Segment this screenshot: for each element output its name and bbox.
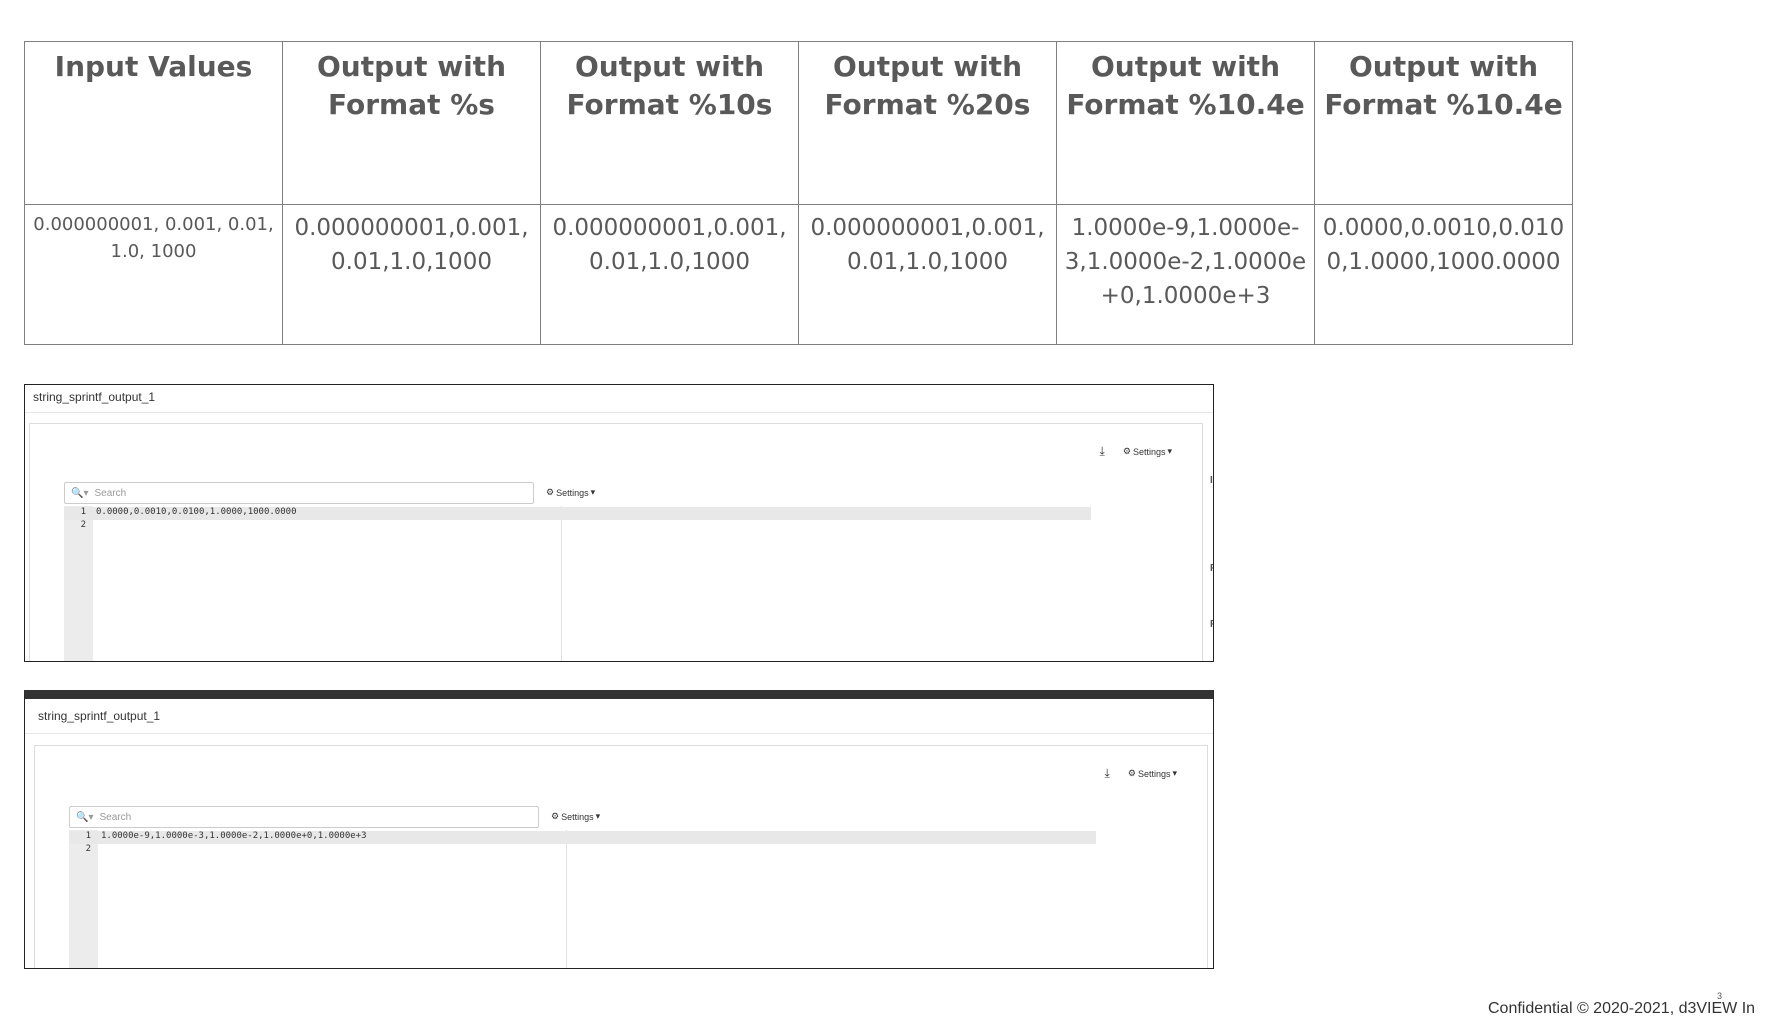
editor-divider xyxy=(561,506,562,661)
code-editor[interactable]: 1 0.0000,0.0010,0.0100,1.0000,1000.0000 2 xyxy=(64,506,1091,661)
caret-down-icon: ▾ xyxy=(595,811,601,821)
editor-settings-dropdown[interactable]: ⚙ Settings ▾ xyxy=(546,487,595,498)
gear-icon: ⚙ xyxy=(551,811,560,821)
line-gutter xyxy=(69,830,98,968)
caret-down-icon: ▾ xyxy=(1167,446,1172,456)
download-icon[interactable]: ⤓ xyxy=(1104,766,1110,780)
editor-settings-dropdown[interactable]: ⚙ Settings ▾ xyxy=(551,811,600,822)
line-code: 0.0000,0.0010,0.0100,1.0000,1000.0000 xyxy=(96,507,297,517)
settings-label: Settings xyxy=(1137,768,1171,779)
search-placeholder: Search xyxy=(99,811,132,823)
cell-input-values: 0.000000001, 0.001, 0.01, 1.0, 1000 xyxy=(24,204,283,345)
line-number: 1 xyxy=(80,507,86,517)
output-title: string_sprintf_output_1 xyxy=(25,385,1213,413)
line-gutter xyxy=(64,506,93,661)
cropped-label: Fi xyxy=(1210,563,1213,574)
editor-line: 2 xyxy=(64,520,96,533)
editor-line: 1 1.0000e-9,1.0000e-3,1.0000e-2,1.0000e+0… xyxy=(69,831,1096,844)
table-row: 0.000000001, 0.001, 0.01, 1.0, 1000 0.00… xyxy=(24,204,1573,345)
search-icon: 🔍▾ xyxy=(76,811,94,823)
page-number: 3 xyxy=(1717,991,1723,1001)
cell-output-10-4e-a: 1.0000e-9,1.0000e-3,1.0000e-2,1.0000e+0,… xyxy=(1056,204,1315,345)
output-title: string_sprintf_output_1 xyxy=(25,699,1213,734)
panel-toolbar: ⤓ ⚙ Settings ▾ xyxy=(1105,766,1177,781)
download-icon[interactable]: ⤓ xyxy=(1099,444,1105,458)
cropped-label: Fi xyxy=(1210,619,1213,630)
editor-line: 1 0.0000,0.0010,0.0100,1.0000,1000.0000 xyxy=(64,507,1091,520)
cell-output-s: 0.000000001,0.001,0.01,1.0,1000 xyxy=(282,204,541,345)
settings-label: Settings xyxy=(561,811,594,822)
line-number: 2 xyxy=(85,844,91,854)
line-number: 2 xyxy=(80,520,86,530)
confidential-footer: Confidential © 2020-2021, d3VIEW In xyxy=(1488,1000,1756,1017)
code-editor[interactable]: 1 1.0000e-9,1.0000e-3,1.0000e-2,1.0000e+0… xyxy=(69,830,1096,968)
cell-output-20s: 0.000000001,0.001,0.01,1.0,1000 xyxy=(798,204,1057,345)
settings-label: Settings xyxy=(1132,446,1166,457)
gear-icon: ⚙ xyxy=(1122,446,1131,456)
editor-line: 2 xyxy=(69,844,101,857)
panel-toolbar: ⤓ ⚙ Settings ▾ xyxy=(1100,444,1172,459)
line-code xyxy=(91,844,101,854)
settings-label: Settings xyxy=(556,487,589,498)
settings-dropdown[interactable]: ⚙ Settings ▾ xyxy=(1123,446,1172,457)
line-number: 1 xyxy=(85,831,91,841)
output-screenshot-2: string_sprintf_output_1 ⤓ ⚙ Settings ▾ 🔍… xyxy=(24,690,1214,969)
search-placeholder: Search xyxy=(94,487,127,499)
gear-icon: ⚙ xyxy=(546,487,555,497)
header-input-values: Input Values xyxy=(24,41,283,205)
caret-down-icon: ▾ xyxy=(590,487,596,497)
cell-output-10-4e-b: 0.0000,0.0010,0.0100,1.0000,1000.0000 xyxy=(1314,204,1573,345)
search-input[interactable]: 🔍▾ Search xyxy=(64,482,534,504)
cropped-label: Ir xyxy=(1210,475,1213,486)
gear-icon: ⚙ xyxy=(1127,768,1136,778)
line-code xyxy=(86,520,96,530)
search-input[interactable]: 🔍▾ Search xyxy=(69,806,539,828)
search-icon: 🔍▾ xyxy=(71,487,89,499)
line-code: 1.0000e-9,1.0000e-3,1.0000e-2,1.0000e+0,… xyxy=(101,831,367,841)
editor-divider xyxy=(566,830,567,968)
caret-down-icon: ▾ xyxy=(1172,768,1177,778)
cell-output-10s: 0.000000001,0.001,0.01,1.0,1000 xyxy=(540,204,799,345)
settings-dropdown[interactable]: ⚙ Settings ▾ xyxy=(1128,768,1177,779)
output-screenshot-1: string_sprintf_output_1 ⤓ ⚙ Settings ▾ 🔍… xyxy=(24,384,1214,662)
